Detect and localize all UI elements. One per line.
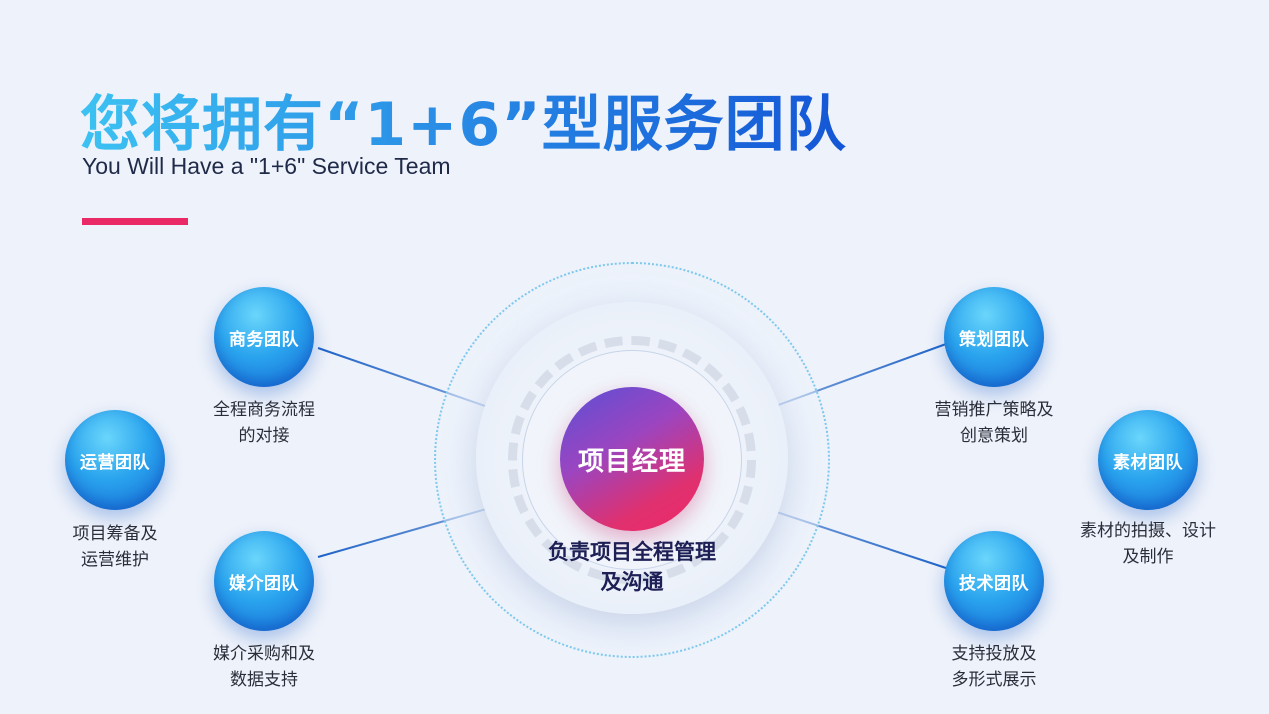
business-team-description: 全程商务流程 的对接 (164, 397, 364, 449)
media-team-description-line: 数据支持 (230, 670, 298, 690)
accent-bar (82, 218, 188, 225)
tech-team-description-line: 多形式展示 (951, 670, 1037, 690)
material-team-label: 素材团队 (1113, 452, 1183, 473)
planning-team-description-line: 营销推广策略及 (934, 400, 1054, 420)
business-team-label: 商务团队 (229, 329, 299, 350)
project-manager-label: 项目经理 (577, 446, 686, 477)
tech-team-description-line: 支持投放及 (951, 644, 1037, 664)
operations-team-description-line: 项目筹备及 (72, 524, 158, 544)
planning-team-label: 策划团队 (959, 329, 1029, 350)
material-team-node: 素材团队 (1098, 410, 1198, 510)
media-team-label: 媒介团队 (229, 573, 299, 594)
project-manager-description: 负责项目全程管理 及沟通 (532, 537, 732, 597)
operations-team-description-line: 运营维护 (81, 550, 149, 570)
operations-team-node: 运营团队 (65, 410, 165, 510)
media-team-node: 媒介团队 (214, 531, 314, 631)
material-team-description-line: 素材的拍摄、设计 (1080, 521, 1216, 541)
planning-team-description: 营销推广策略及 创意策划 (894, 397, 1094, 449)
page-subtitle: You Will Have a "1+6" Service Team (82, 153, 451, 179)
project-manager-description-line: 负责项目全程管理 (548, 540, 716, 564)
operations-team-label: 运营团队 (80, 452, 150, 473)
project-manager-description-line: 及沟通 (600, 570, 664, 594)
tech-team-node: 技术团队 (944, 531, 1044, 631)
project-manager-node: 项目经理 (560, 387, 704, 531)
media-team-description: 媒介采购和及 数据支持 (164, 641, 364, 693)
media-team-description-line: 媒介采购和及 (213, 644, 315, 664)
planning-team-description-line: 创意策划 (960, 426, 1028, 446)
tech-team-label: 技术团队 (959, 573, 1029, 594)
business-team-node: 商务团队 (214, 287, 314, 387)
hatched-ring (508, 336, 756, 584)
page-title: 您将拥有“1+6”型服务团队 (80, 76, 847, 163)
operations-team-description: 项目筹备及 运营维护 (15, 521, 215, 573)
business-team-description-line: 全程商务流程 (213, 400, 315, 420)
material-team-description: 素材的拍摄、设计 及制作 (1048, 518, 1248, 570)
business-team-description-line: 的对接 (238, 426, 290, 446)
material-team-description-line: 及制作 (1122, 547, 1174, 567)
planning-team-node: 策划团队 (944, 287, 1044, 387)
tech-team-description: 支持投放及 多形式展示 (894, 641, 1094, 693)
